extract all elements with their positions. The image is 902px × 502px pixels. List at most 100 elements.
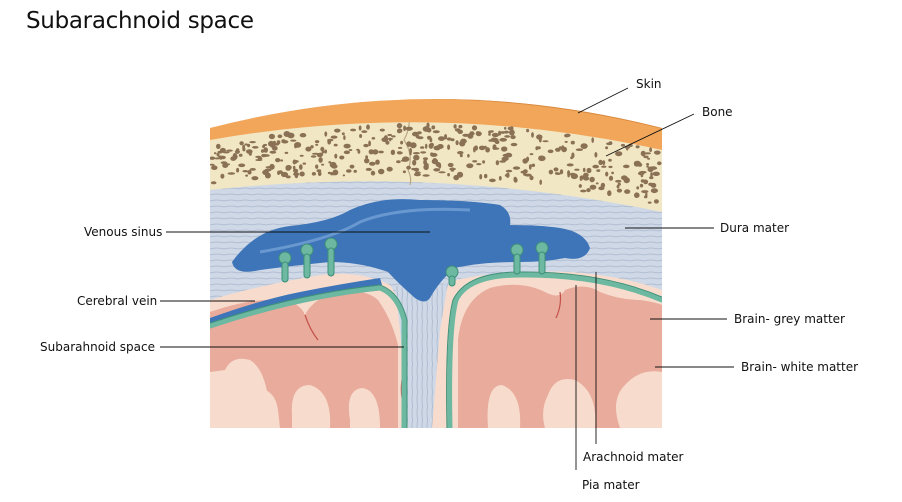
bone-pore	[413, 152, 420, 154]
bone-pore	[397, 123, 402, 128]
bone-pore	[615, 151, 622, 156]
bone-pore	[239, 154, 243, 157]
bone-pore	[583, 173, 589, 178]
bone-pore	[216, 144, 221, 149]
bone-pore	[611, 172, 614, 175]
bone-pore	[454, 124, 457, 128]
bone-pore	[579, 184, 582, 188]
bone-pore	[641, 190, 648, 193]
bone-pore	[513, 166, 520, 169]
bone-pore	[447, 137, 452, 140]
bone-pore	[391, 150, 395, 155]
bone-pore	[211, 181, 217, 184]
bone-pore	[567, 163, 574, 166]
bone-pore	[409, 150, 411, 155]
bone-pore	[499, 138, 507, 142]
bone-pore	[228, 172, 236, 174]
bone-pore	[649, 147, 652, 152]
bone-pore	[391, 135, 395, 137]
bone-pore	[239, 141, 243, 145]
bone-pore	[479, 174, 482, 179]
bone-pore	[371, 171, 375, 176]
bone-pore	[328, 161, 331, 163]
bone-pore	[359, 126, 362, 131]
bone-pore	[596, 169, 600, 172]
bone-pore	[284, 131, 291, 137]
bone-pore	[219, 156, 222, 160]
bone-pore	[369, 162, 376, 166]
bone-pore	[299, 164, 303, 170]
bone-pore	[514, 178, 518, 183]
bone-pore	[498, 131, 501, 136]
bone-pore	[372, 137, 376, 140]
bone-pore	[406, 127, 413, 131]
bone-pore	[310, 145, 313, 148]
label-subarachnoid-space: Subarahnoid space	[40, 340, 155, 354]
bone-pore	[281, 140, 288, 143]
bone-pore	[485, 147, 490, 152]
bone-pore	[624, 177, 630, 183]
bone-pore	[281, 172, 288, 177]
bone-pore	[561, 145, 564, 150]
bone-pore	[636, 186, 639, 189]
bone-pore	[244, 143, 247, 145]
bone-pore	[343, 135, 345, 140]
bone-pore	[397, 129, 401, 133]
label-cerebral-vein: Cerebral vein	[77, 294, 157, 308]
bone-pore	[233, 153, 237, 159]
bone-pore	[238, 164, 245, 168]
bone-pore	[526, 129, 529, 132]
bone-pore	[277, 171, 280, 175]
bone-pore	[211, 165, 217, 170]
bone-pore	[320, 147, 324, 152]
bone-pore	[504, 135, 510, 138]
bone-pore	[493, 147, 500, 149]
bone-pore	[398, 147, 402, 149]
label-venous-sinus: Venous sinus	[84, 225, 162, 239]
bone-pore	[492, 138, 498, 141]
bone-pore	[623, 165, 630, 169]
label-arachnoid-mater: Arachnoid mater	[583, 450, 684, 464]
bone-pore	[420, 146, 424, 149]
bone-pore	[209, 157, 215, 160]
bone-pore	[378, 169, 384, 175]
bone-pore	[447, 144, 450, 150]
bone-pore	[412, 160, 416, 166]
bone-pore	[350, 165, 355, 169]
bone-pore	[334, 144, 338, 147]
bone-pore	[509, 130, 515, 136]
bone-pore	[607, 190, 611, 196]
bone-pore	[294, 160, 298, 164]
bone-pore	[555, 172, 559, 174]
bone-pore	[437, 163, 441, 166]
bone-pore	[255, 156, 261, 158]
bone-pore	[396, 160, 401, 163]
bone-pore	[634, 192, 640, 198]
bone-pore	[430, 153, 437, 157]
bone-pore	[576, 148, 583, 151]
bone-pore	[476, 131, 480, 135]
bone-pore	[500, 131, 505, 134]
bone-pore	[499, 160, 506, 162]
bone-pore	[583, 168, 586, 172]
bone-pore	[589, 177, 594, 183]
bone-pore	[342, 132, 345, 135]
bone-pore	[496, 160, 499, 165]
bone-pore	[654, 151, 661, 155]
bone-pore	[242, 170, 248, 172]
bone-pore	[554, 167, 559, 171]
bone-pore	[223, 151, 230, 153]
bone-pore	[315, 140, 319, 143]
bone-pore	[423, 174, 430, 176]
bone-pore	[643, 156, 648, 159]
bone-pore	[531, 164, 535, 167]
bone-pore	[245, 175, 248, 177]
bone-pore	[564, 134, 570, 138]
label-brain-grey-matter: Brain- grey matter	[734, 312, 845, 326]
bone-pore	[210, 164, 215, 166]
bone-pore	[217, 153, 220, 156]
bone-pore	[265, 173, 271, 179]
bone-pore	[312, 172, 316, 176]
bone-pore	[262, 145, 265, 148]
bone-pore	[251, 176, 258, 180]
